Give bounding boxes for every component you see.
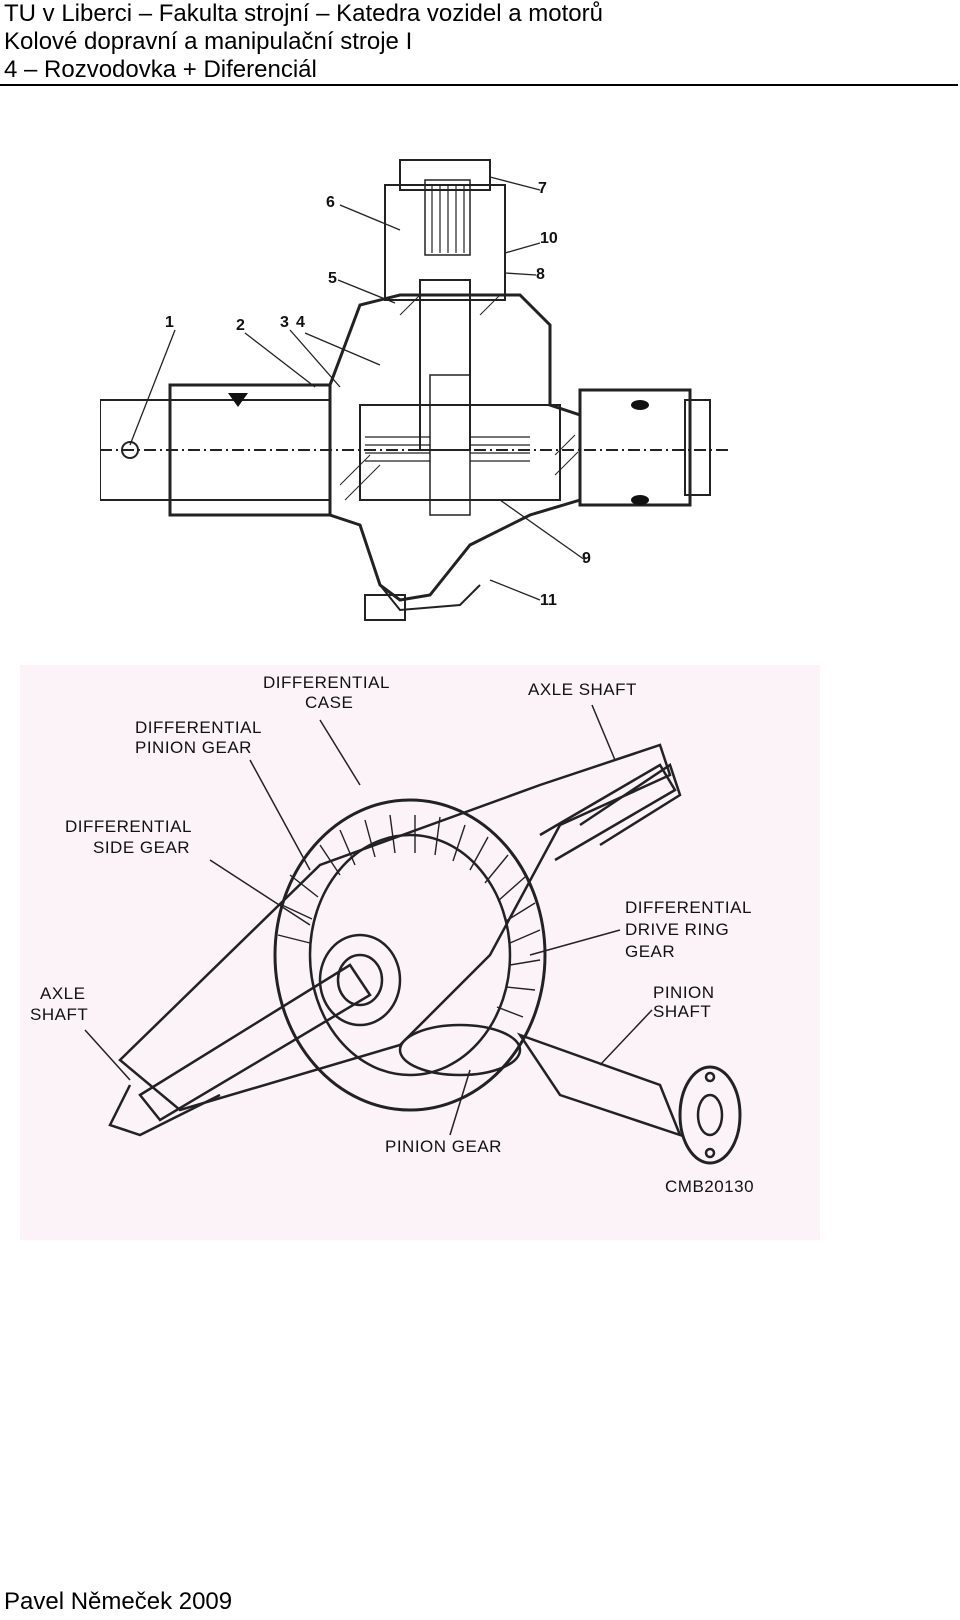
label-axle-shaft-right: AXLE SHAFT <box>528 680 637 699</box>
callout-8: 8 <box>536 266 545 283</box>
label-figure-code: CMB20130 <box>665 1177 754 1196</box>
label-drive-ring-gear-line3: GEAR <box>625 942 675 961</box>
label-drive-ring-gear-line2: DRIVE RING <box>625 920 729 939</box>
footer-author: Pavel Němeček 2009 <box>4 1588 233 1615</box>
label-differential-case-line2: CASE <box>305 693 353 712</box>
header-divider <box>0 84 958 86</box>
label-diff-pinion-gear-line2: PINION GEAR <box>135 738 252 757</box>
callout-3: 3 <box>280 314 289 331</box>
header-institution: TU v Liberci – Fakulta strojní – Katedra… <box>4 0 603 27</box>
callout-11: 11 <box>540 592 557 609</box>
callout-7: 7 <box>538 180 547 197</box>
header-chapter: 4 – Rozvodovka + Diferenciál <box>4 56 317 83</box>
callout-6: 6 <box>326 194 335 211</box>
label-drive-ring-gear-line1: DIFFERENTIAL <box>625 898 752 917</box>
label-pinion-shaft-line2: SHAFT <box>653 1002 711 1021</box>
callout-1: 1 <box>165 314 174 331</box>
label-axle-shaft-left-line2: SHAFT <box>30 1005 88 1024</box>
label-diff-side-gear-line1: DIFFERENTIAL <box>65 817 192 836</box>
label-differential-case-line1: DIFFERENTIAL <box>263 673 390 692</box>
header-course: Kolové dopravní a manipulační stroje I <box>4 28 413 55</box>
callout-9: 9 <box>582 550 591 567</box>
differential-cross-section-drawing: 1 2 3 4 5 6 7 8 9 10 11 <box>100 159 730 621</box>
label-diff-pinion-gear-line1: DIFFERENTIAL <box>135 718 262 737</box>
label-axle-shaft-left-line1: AXLE <box>40 984 85 1003</box>
callout-4: 4 <box>296 314 305 331</box>
label-pinion-shaft-line1: PINION <box>653 983 715 1002</box>
differential-labeled-illustration: DIFFERENTIAL CASE AXLE SHAFT DIFFERENTIA… <box>20 665 820 1240</box>
label-pinion-gear: PINION GEAR <box>385 1137 502 1156</box>
callout-5: 5 <box>328 270 337 287</box>
document-header: TU v Liberci – Fakulta strojní – Katedra… <box>4 0 956 84</box>
label-diff-side-gear-line2: SIDE GEAR <box>93 838 190 857</box>
callout-10: 10 <box>540 230 558 247</box>
callout-2: 2 <box>236 317 245 334</box>
